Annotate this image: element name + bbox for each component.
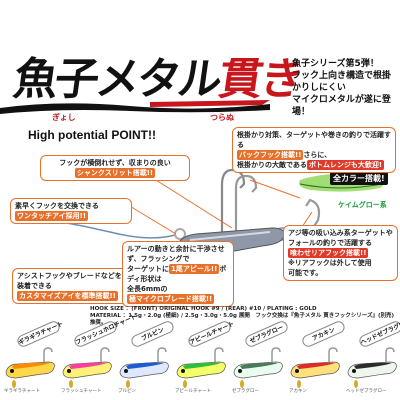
- lineup-item: フラッシュホロチャートフラッシュチャート: [59, 313, 138, 400]
- title-black: 魚子メタル: [10, 54, 223, 105]
- callout-rear-hook: アジ等の吸い込み系ターゲットや フォールの釣りで活躍する 喰わせリアフック搭載!…: [283, 225, 398, 281]
- callout-shank-slit: フックが横倒れせず、収まりの良い シャンクスリット搭載!!: [40, 155, 190, 181]
- lineup-item-name: ヘッドゼブラグロー: [357, 318, 400, 349]
- callout-easy-highlight: ワンタッチアイ採用!!: [15, 211, 89, 221]
- title-brush-stroke: [0, 100, 270, 114]
- lineup-item-lure: [5, 347, 55, 388]
- lineup-item-foot: ギラギラチャート: [4, 389, 40, 394]
- lineup-item-name: アピールチャート: [186, 319, 235, 349]
- lineup-item: アピールチャートアピールチャート: [173, 319, 235, 400]
- callout-aji-line3: ※リアフックは外して使用: [288, 259, 372, 267]
- spec-line-2: MATERIAL ：1.5g・2.0g (極細) / 2.5g・3.0g・5.0…: [90, 313, 395, 326]
- callout-lure-highlight2: 極マイクロブレード搭載!!: [127, 294, 215, 304]
- lineup-item: アカキンアカキン: [287, 319, 347, 400]
- lineup-item-lure: [233, 347, 283, 388]
- lineup-item-name: アカキン: [300, 319, 347, 349]
- intro-text: 魚子シリーズ第5弾！ フック上向き構造で根掛かりしにくい マイクロメタルが遂に登…: [292, 58, 398, 118]
- callout-one-touch-eye: 素早くフックを交換できるワンタッチアイ採用!!: [10, 198, 132, 224]
- callout-spin-line2: さらに、: [303, 151, 332, 159]
- callout-back-hook: 根掛かり対策、ターゲットや巻きの釣りで活躍する バックフック搭載!!さらに、 根…: [232, 127, 396, 173]
- callout-assist-line1: アシストフックやブレードなどを: [17, 272, 122, 280]
- spec-text: HOOK SIZE ：(FRONT) ORIGINAL HOOK #9 / (R…: [90, 306, 400, 327]
- all-colors-badge: 全カラー搭載!: [330, 172, 388, 185]
- callout-aji-line2: フォールの釣りで活躍する: [288, 239, 372, 247]
- callout-aji-line1: アジ等の吸い込み系ターゲットや: [288, 229, 393, 237]
- callout-lure-line4: 全長6mmの: [127, 285, 168, 293]
- callout-hook-text: フックが横倒れせず、収まりの良い: [59, 159, 171, 167]
- high-potential-heading: High potential POINT!!: [28, 128, 156, 142]
- intro-line-3: マイクロメタルが遂に登場！: [292, 95, 391, 117]
- lineup-item-foot: ゼブラグロー: [232, 389, 259, 394]
- lineup-item: ゼブラグローゼブラグロー: [230, 319, 290, 400]
- callout-aji-highlight: 喰わせリアフック搭載!!: [288, 248, 369, 258]
- color-lineup: ギラギラチャートギラギラチャートフラッシュホロチャートフラッシュチャートブルピン…: [0, 313, 400, 400]
- callout-hook-highlight: シャンクスリット搭載!!: [74, 168, 156, 178]
- intro-line-1: 魚子シリーズ第5弾！: [292, 59, 379, 69]
- product-title: 魚子メタル貫き: [10, 50, 304, 110]
- callout-lure-highlight: 1尾アピール!!: [169, 264, 220, 274]
- title-ruby-2: つらぬ: [210, 113, 234, 122]
- callout-assist-text2: 装着できる: [17, 282, 52, 290]
- intro-line-2: フック上向き構造で根掛かりしにくい: [292, 71, 392, 93]
- lineup-item-lure: [290, 347, 340, 388]
- callout-lure-line1: ルアーの動きと余計に干渉させず、フラッシングで: [127, 245, 225, 263]
- lineup-item-name: フラッシュホロチャート: [72, 313, 138, 349]
- lineup-item: ブルピンブルピン: [116, 319, 176, 400]
- lineup-item-foot: ヘッドゼブラグロー: [346, 389, 387, 394]
- callout-assist-highlight: カスタマイズアイを標準搭載!!: [17, 291, 118, 301]
- lineup-item-lure: [347, 347, 397, 388]
- lineup-item-lure: [176, 347, 226, 388]
- lineup-item-lure: [119, 347, 169, 388]
- lineup-item-name: ブルピン: [129, 319, 176, 349]
- callout-spin-line3: 根掛かりの大敵である: [237, 161, 307, 169]
- lineup-item-lure: [62, 347, 112, 388]
- lineup-item: ヘッドゼブラグローヘッドゼブラグロー: [344, 318, 400, 400]
- callout-aji-line4: 可能です。: [288, 269, 323, 277]
- callout-spin-highlight1: バックフック搭載!!: [237, 150, 304, 160]
- callout-easy-text: 素早くフックを交換できる: [15, 202, 99, 210]
- callout-lure-line2: ターゲットに: [127, 265, 169, 273]
- callout-lure-line3: ボディ形状は: [127, 265, 227, 283]
- callout-spin-line1: 根掛かり対策、ターゲットや巻きの釣りで活躍する: [237, 131, 391, 149]
- callout-spin-highlight2: ボトムレンジも大歓迎!: [306, 160, 385, 170]
- glow-colors-label: ケイムグロー系: [338, 201, 387, 209]
- lineup-item-name: ギラギラチャート: [15, 319, 64, 349]
- lineup-item-name: ゼブラグロー: [243, 319, 290, 349]
- lineup-item: ギラギラチャートギラギラチャート: [2, 319, 64, 400]
- spec-line-1: HOOK SIZE ：(FRONT) ORIGINAL HOOK #9 / (R…: [90, 306, 317, 312]
- lineup-item-foot: アピールチャート: [175, 389, 211, 394]
- lineup-item-foot: フラッシュチャート: [61, 389, 102, 394]
- lineup-item-foot: ブルピン: [118, 389, 136, 394]
- title-ruby-1: ぎょし: [52, 113, 76, 122]
- lineup-item-foot: アカキン: [289, 389, 307, 394]
